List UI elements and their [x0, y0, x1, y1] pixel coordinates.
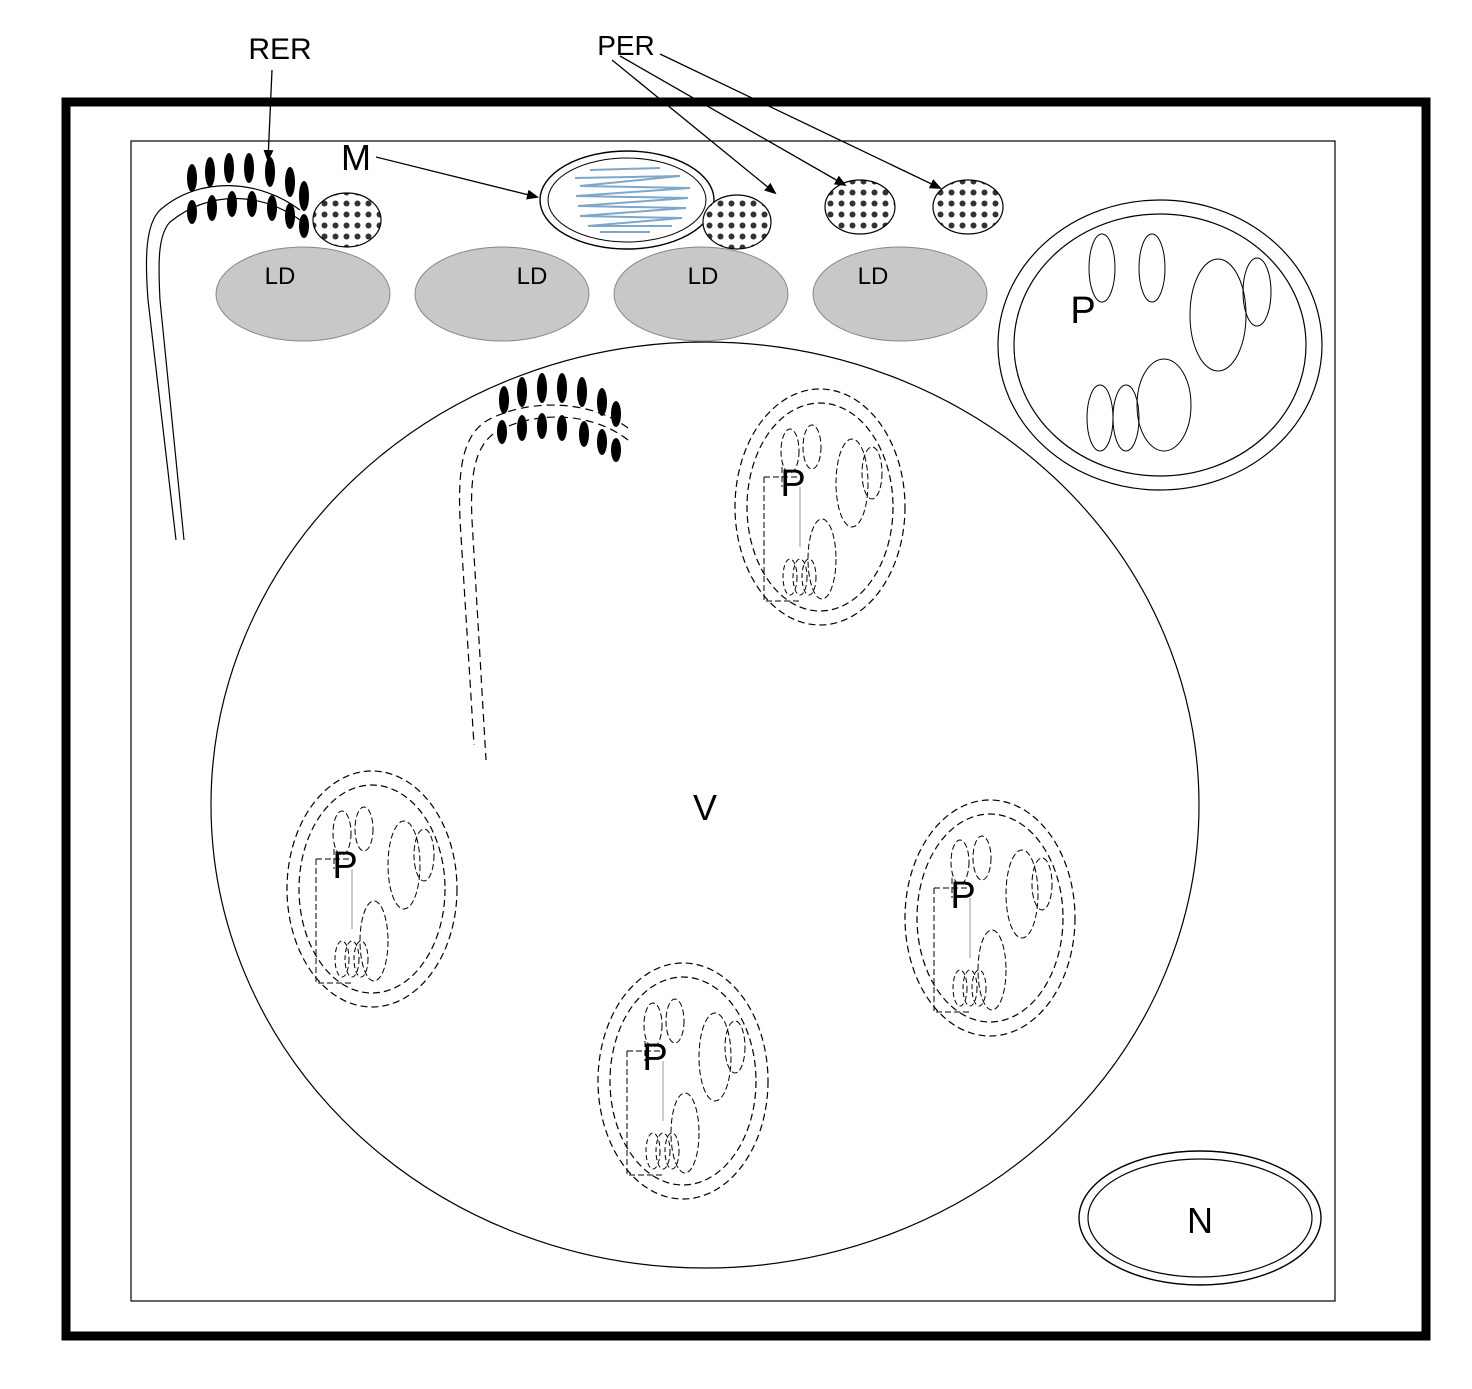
- label-lipid-2: LD: [517, 263, 548, 290]
- ribosome-icon: [557, 415, 567, 441]
- ribosome-icon: [577, 377, 587, 407]
- mito-arrow: [376, 157, 537, 197]
- label-per: PER: [597, 30, 655, 61]
- label-plastid-4: P: [642, 1037, 667, 1079]
- ribosome-icon: [557, 373, 567, 403]
- ribosome-icon: [285, 167, 295, 197]
- label-mito: M: [341, 137, 371, 178]
- mitochondrion: [540, 151, 714, 249]
- rer-arrow: [268, 70, 272, 160]
- plastid-dashed-1: [735, 389, 905, 625]
- plastid-dashed-2: [287, 771, 457, 1007]
- ribosome-icon: [537, 373, 547, 403]
- label-rer: RER: [248, 33, 311, 66]
- ribosome-icon: [224, 153, 234, 183]
- label-plastid-3: P: [950, 875, 975, 917]
- ribosome-icon: [611, 438, 621, 462]
- ribosome-icon: [611, 401, 621, 427]
- ribosome-icon: [285, 203, 295, 229]
- ribosome-icon: [187, 200, 197, 224]
- ribosome-icon: [244, 153, 254, 183]
- ribosome-icon: [517, 377, 527, 407]
- vacuole-er: [460, 405, 628, 760]
- ribosome-icon: [247, 191, 257, 217]
- ribosome-icon: [265, 157, 275, 187]
- plastid-solid: [998, 200, 1322, 490]
- label-plastid-solid: P: [1070, 290, 1095, 332]
- ribosome-icon: [597, 429, 607, 455]
- label-nucleus: N: [1187, 1200, 1213, 1241]
- plastid-dashed-4: [598, 963, 768, 1199]
- vacuole-ribosome-row: [497, 373, 621, 462]
- lipid-droplet-3: [614, 247, 788, 341]
- lipid-droplet-1: [216, 247, 390, 341]
- plastid-dashed-3: [905, 800, 1075, 1036]
- label-plastid-2: P: [332, 845, 357, 887]
- peroxisome-icon: [703, 195, 771, 249]
- per-arrow-3: [660, 54, 940, 188]
- ribosome-icon: [299, 181, 309, 211]
- lipid-droplet-2: [415, 247, 589, 341]
- label-lipid-3: LD: [688, 263, 719, 290]
- ribosome-icon: [497, 420, 507, 444]
- label-vacuole: V: [693, 787, 717, 828]
- ribosome-icon: [579, 421, 589, 447]
- peroxisome-icon: [825, 180, 895, 234]
- label-plastid-1: P: [780, 463, 805, 505]
- ribosome-icon: [499, 386, 509, 414]
- label-lipid-4: LD: [858, 263, 889, 290]
- label-lipid-1: LD: [265, 263, 296, 290]
- ribosome-icon: [537, 413, 547, 439]
- ribosome-icon: [227, 191, 237, 217]
- peroxisome-icon: [933, 180, 1003, 234]
- ribosome-icon: [187, 164, 197, 192]
- ribosome-icon: [597, 388, 607, 416]
- lipid-droplet-4: [813, 247, 987, 341]
- ribosome-icon: [207, 195, 217, 221]
- ribosome-icon: [267, 195, 277, 221]
- peroxisome-icon: [313, 193, 381, 247]
- ribosome-icon: [517, 415, 527, 441]
- ribosome-row: [187, 153, 309, 238]
- rough-er: [146, 186, 300, 540]
- ribosome-icon: [205, 157, 215, 187]
- ribosome-icon: [299, 214, 309, 238]
